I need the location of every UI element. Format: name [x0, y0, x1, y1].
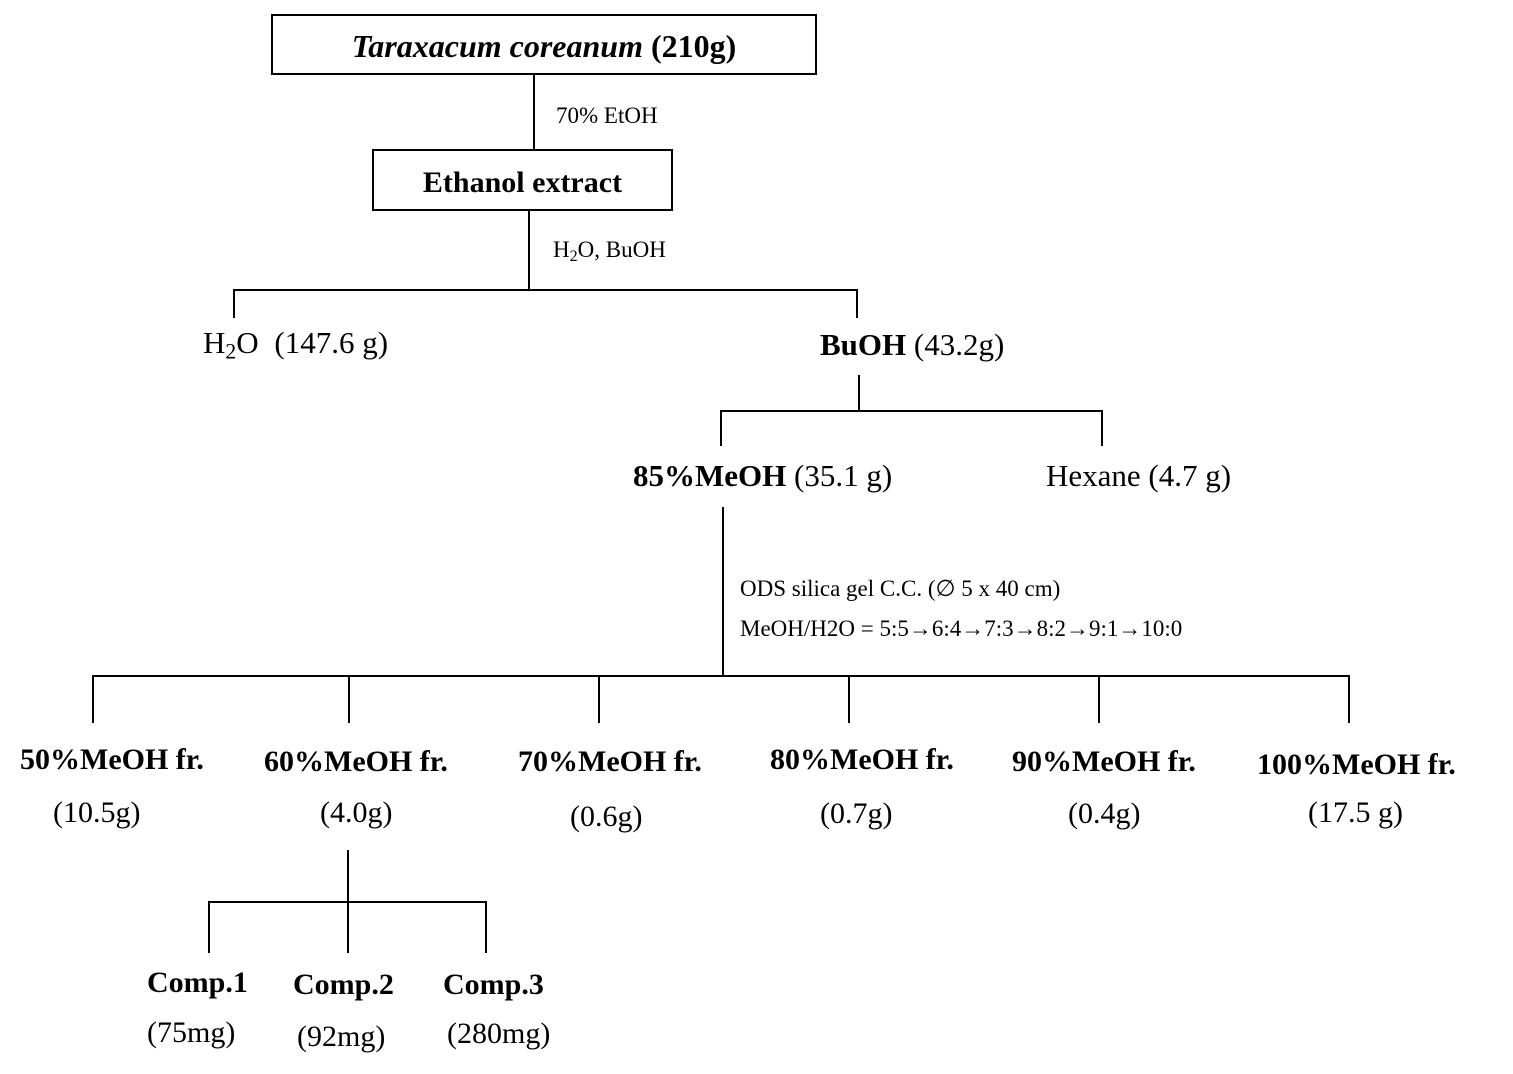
bracket-fraction-leg-50 [92, 675, 94, 723]
extract-label: Ethanol extract [422, 166, 623, 199]
root-species-name: Taraxacum coreanum [351, 28, 643, 64]
fraction-80-name: 80%MeOH fr. [770, 743, 954, 776]
fraction-90-mass: (0.4g) [1068, 797, 1141, 830]
step1-solvent: 70% EtOH [556, 103, 658, 128]
meoh85-layer-mass: (35.1 g) [794, 458, 893, 493]
fraction-90-name: 90%MeOH fr. [1012, 745, 1196, 778]
fraction-100-mass: (17.5 g) [1308, 796, 1403, 829]
water-layer-label: H2O (147.6 g) [203, 325, 389, 364]
hexane-layer-mass: (4.7 g) [1148, 458, 1232, 493]
connector-extract-down [528, 210, 530, 290]
bracket-compounds-horizontal [208, 901, 487, 903]
compound-3-name: Comp.3 [443, 968, 544, 1001]
bracket-partition2-right-leg [1101, 410, 1103, 446]
bracket-compound-leg-1 [208, 901, 210, 953]
compound-2-mass: (92mg) [297, 1020, 386, 1053]
compound-1-name: Comp.1 [147, 966, 248, 999]
fraction-70-mass: (0.6g) [570, 800, 643, 833]
compound-1-mass: (75mg) [147, 1016, 236, 1049]
fraction-80-mass: (0.7g) [820, 797, 893, 830]
connector-buoh-down [858, 375, 860, 412]
hexane-layer-label: Hexane (4.7 g) [1046, 460, 1231, 491]
fraction-50-name: 50%MeOH fr. [20, 743, 204, 776]
bracket-partition2-horizontal [720, 410, 1103, 412]
hexane-layer-name: Hexane [1046, 458, 1141, 493]
buoh-layer-mass: (43.2g) [913, 327, 1005, 362]
step2-solvent: H2O, BuOH [553, 237, 666, 266]
bracket-fraction-leg-60 [348, 675, 350, 723]
extract-box: Ethanol extract [372, 149, 673, 211]
meoh85-layer-name: 85%MeOH [633, 458, 787, 493]
connector-root-to-extract [533, 74, 535, 151]
column-conditions-line1: ODS silica gel C.C. (∅ 5 x 40 cm) [740, 576, 1061, 601]
fraction-60-name: 60%MeOH fr. [264, 745, 448, 778]
bracket-fraction-leg-80 [848, 675, 850, 723]
bracket-fractions-horizontal [92, 675, 1350, 677]
bracket-partition1-right-leg [856, 289, 858, 318]
fraction-70-name: 70%MeOH fr. [518, 745, 702, 778]
bracket-partition2-left-leg [720, 410, 722, 446]
buoh-layer-label: BuOH (43.2g) [820, 329, 1004, 360]
column-conditions-line2: MeOH/H2O = 5:5→6:4→7:3→8:2→9:1→10:0 [740, 616, 1183, 641]
buoh-layer-name: BuOH [820, 327, 907, 362]
fraction-100-name: 100%MeOH fr. [1257, 748, 1456, 781]
meoh85-layer-label: 85%MeOH (35.1 g) [633, 460, 892, 491]
water-layer-mass: (147.6 g) [274, 325, 389, 360]
root-mass: (210g) [650, 28, 737, 64]
bracket-compound-leg-3 [485, 901, 487, 953]
compound-2-name: Comp.2 [293, 968, 394, 1001]
bracket-fraction-leg-100 [1348, 675, 1350, 723]
root-box: Taraxacum coreanum (210g) [271, 14, 817, 75]
fraction-60-mass: (4.0g) [320, 796, 393, 829]
bracket-fraction-leg-90 [1098, 675, 1100, 723]
bracket-partition1-left-leg [233, 289, 235, 318]
root-label: Taraxacum coreanum (210g) [273, 30, 815, 62]
fraction-50-mass: (10.5g) [53, 796, 141, 829]
bracket-fraction-leg-70 [598, 675, 600, 723]
compound-3-mass: (280mg) [447, 1017, 551, 1050]
bracket-partition1-horizontal [233, 289, 858, 291]
connector-meoh85-down [722, 507, 724, 677]
